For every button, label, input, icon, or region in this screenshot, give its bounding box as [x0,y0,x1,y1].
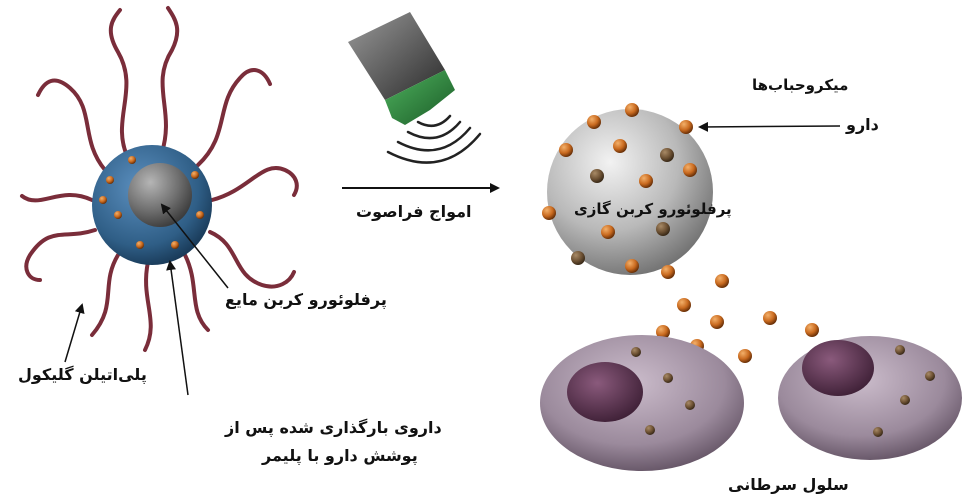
peg-chain [212,168,297,200]
peg-chain [210,232,294,287]
label-liquid-perfluorocarbon: پرفلوئورو کربن مایع [225,290,387,310]
label-ultrasound-waves: امواج فراصوت [356,202,472,222]
label-drug: دارو [846,115,879,135]
nucleus [802,340,874,396]
label-loaded-drug-line2: پوشش دارو با پلیمر [262,446,418,466]
cancer-cell-right [778,336,962,460]
label-loaded-drug-line1: داروی بارگذاری شده پس از [225,418,442,438]
peg-chain [162,8,177,152]
arrow-drug [700,126,840,127]
arrow-peg [65,305,82,362]
peg-chain [26,230,95,280]
label-cancer-cells: سلول سرطانی [728,475,849,495]
ultrasound-transducer [348,12,480,163]
peg-chain [145,262,151,350]
nanodroplet [92,145,212,265]
label-perfluorocarbon-gas: پرفلوئورو کربن گازی [574,200,732,219]
peg-chain [38,81,105,170]
peg-chain [111,10,128,158]
peg-chain [92,255,118,335]
peg-chain [185,255,208,330]
gas-perfluorocarbon-bubble [547,109,713,275]
label-microbubbles: میکروحباب‌ها [752,76,848,95]
microbubble [542,103,713,275]
label-polyethylene-glycol: پلی‌اتیلن گلیکول [18,365,147,385]
nucleus [567,362,643,422]
liquid-perfluorocarbon-core [128,163,192,227]
peg-chain [22,195,92,200]
cancer-cell-left [540,335,744,471]
arrow-loaded-drug [170,262,188,395]
peg-chain [198,70,270,165]
